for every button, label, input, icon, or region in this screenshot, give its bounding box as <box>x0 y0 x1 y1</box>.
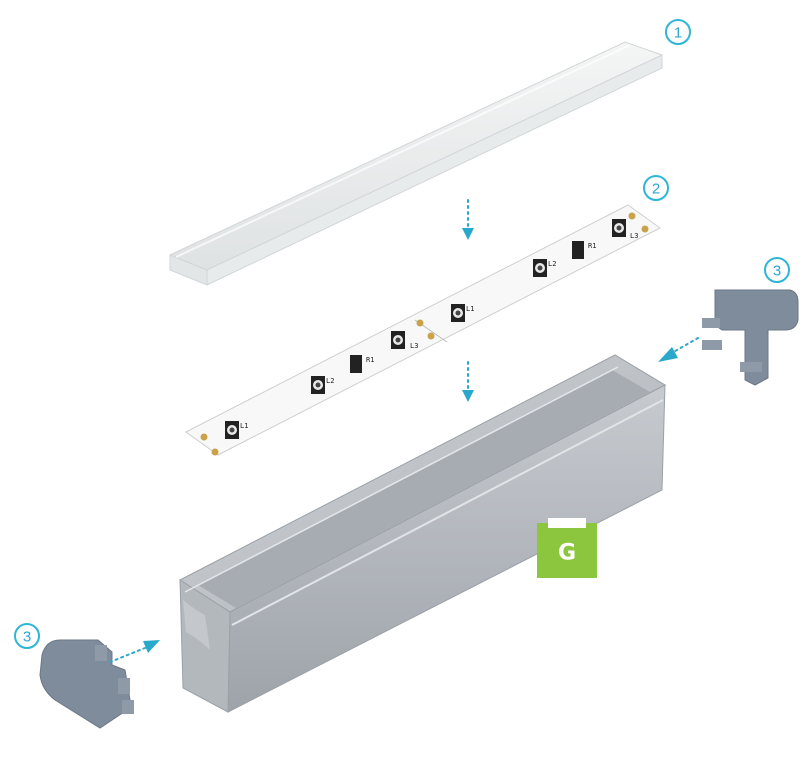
arrow-strip-down <box>462 361 474 402</box>
strip-label-l3: L3 <box>410 342 418 350</box>
strip-label-l1-b: L1 <box>466 305 474 313</box>
callout-label-3-right: 3 <box>773 263 781 280</box>
diffuser-cover <box>168 41 664 286</box>
callout-end-cap-right: 3 <box>764 257 790 283</box>
callout-led-strip: 2 <box>643 175 669 201</box>
callout-label-3-left: 3 <box>23 629 31 646</box>
strip-label-r1-b: R1 <box>588 242 596 250</box>
led-chips <box>225 219 626 439</box>
arrow-diffuser-down <box>462 199 474 240</box>
arrow-cap-right <box>658 337 699 362</box>
arrow-cap-left <box>109 640 160 663</box>
end-cap-right <box>702 289 799 386</box>
g-badge: G <box>537 518 597 578</box>
strip-label-r1: R1 <box>366 356 374 364</box>
strip-label-l1: L1 <box>240 422 248 430</box>
callout-label-1: 1 <box>674 25 682 42</box>
callout-end-cap-left: 3 <box>14 623 40 649</box>
callout-label-2: 2 <box>652 181 660 198</box>
callout-diffuser: 1 <box>665 19 691 45</box>
strip-label-l2: L2 <box>326 377 334 385</box>
aluminium-profile <box>179 354 667 713</box>
badge-letter: G <box>558 541 576 566</box>
strip-label-l2-b: L2 <box>548 260 556 268</box>
strip-label-l3-b: L3 <box>630 232 638 240</box>
badge-fill <box>537 523 597 578</box>
end-cap-left <box>39 639 134 729</box>
led-strip: L1 L2 L3 R1 L1 L2 R1 L3 <box>185 204 661 456</box>
resistors <box>350 241 584 373</box>
solder-pads <box>200 212 649 456</box>
